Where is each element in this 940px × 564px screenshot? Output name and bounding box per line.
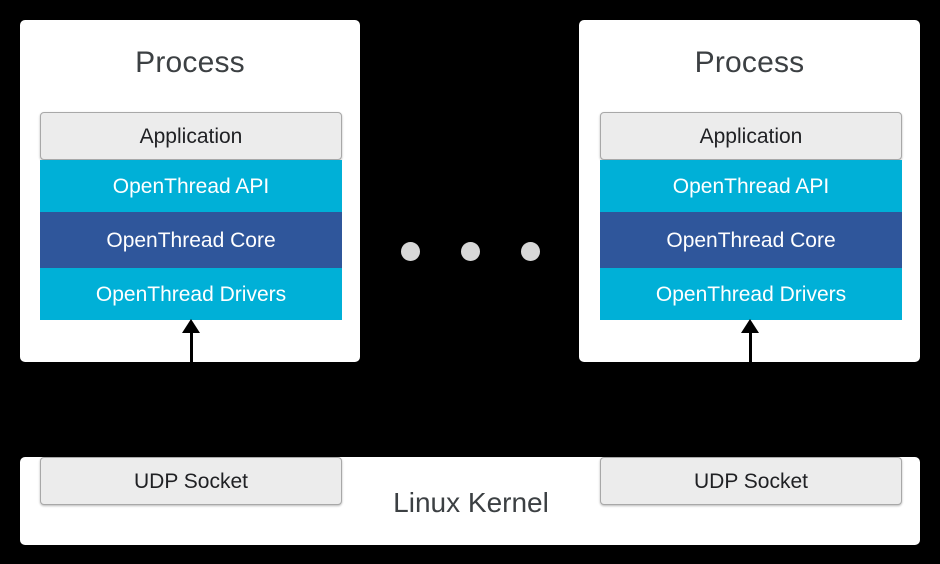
layer-openthread-api-left: OpenThread API (40, 160, 342, 212)
layer-openthread-core-label-right: OpenThread Core (666, 228, 836, 252)
layer-application-right: Application (600, 112, 902, 160)
layer-openthread-drivers-right: OpenThread Drivers (600, 268, 902, 320)
layer-openthread-api-label-left: OpenThread API (112, 174, 270, 198)
ellipsis-dot-2 (461, 242, 480, 261)
udp-socket-to-drivers-arrow-right-head (741, 319, 759, 333)
udp-socket-to-drivers-arrow-left-shaft (190, 330, 193, 366)
layer-openthread-core-label-left: OpenThread Core (106, 228, 276, 252)
layer-openthread-api-right: OpenThread API (600, 160, 902, 212)
layer-application-label-right: Application (699, 124, 803, 148)
ellipsis-dot-3 (521, 242, 540, 261)
linux-kernel-label: Linux Kernel (342, 489, 600, 517)
layer-openthread-api-label-right: OpenThread API (672, 174, 830, 198)
layer-application-left: Application (40, 112, 342, 160)
layer-openthread-drivers-label-right: OpenThread Drivers (655, 282, 847, 306)
udp-socket-to-drivers-arrow-right-shaft (749, 330, 752, 366)
layer-openthread-drivers-label-left: OpenThread Drivers (95, 282, 287, 306)
layer-application-label-left: Application (139, 124, 243, 148)
udp-socket-label-left: UDP Socket (134, 469, 248, 493)
udp-socket-label-right: UDP Socket (694, 469, 808, 493)
process-title-right: Process (694, 46, 805, 79)
process-title-left: Process (135, 46, 245, 79)
udp-socket-box-right: UDP Socket (600, 457, 902, 505)
layer-openthread-core-right: OpenThread Core (600, 212, 902, 268)
layer-openthread-core-left: OpenThread Core (40, 212, 342, 268)
ellipsis-dot-1 (401, 242, 420, 261)
udp-socket-to-drivers-arrow-left-head (182, 319, 200, 333)
udp-socket-box-left: UDP Socket (40, 457, 342, 505)
layer-openthread-drivers-left: OpenThread Drivers (40, 268, 342, 320)
linux-kernel-label-text: Linux Kernel (393, 487, 549, 518)
